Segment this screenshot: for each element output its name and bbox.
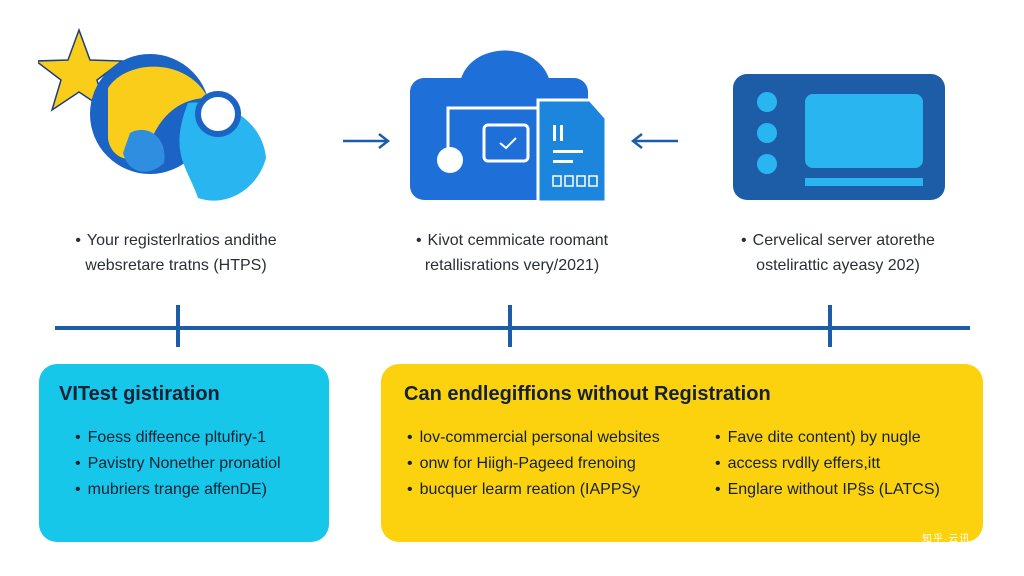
caption-left-line1: Your registerlratios andithe [86,232,277,249]
no-registration-list-col1: lov-commercial personal websites onw for… [407,425,660,503]
caption-right: •Cervelical server atorethe ostelirattic… [688,228,988,278]
caption-middle-line2: retallisrations very/2021) [424,257,600,274]
certificate-monitor-icon [410,50,608,204]
list-item: bucquer learm reation (IAPPSy [407,477,660,503]
registration-card-title: VITest gistiration [59,383,220,405]
timeline-line [55,326,970,330]
caption-left: •Your registerlratios andithe websretare… [26,228,326,278]
no-registration-list-col2: Fave dite content) by nugle access rvdll… [715,425,940,503]
timeline-tick [176,305,180,347]
caption-left-line2: websretare tratns (HTPS) [85,257,267,274]
arrow-right-icon [343,133,391,149]
list-item: access rvdlly effers,itt [715,451,940,477]
registration-list: Foess diffeence pltufiry-1 Pavistry None… [75,425,281,503]
list-item: Fave dite content) by nugle [715,425,940,451]
star-and-globe-icon [38,28,266,201]
timeline-tick [508,305,512,347]
list-item: Englare without IP§s (LATCS) [715,477,940,503]
list-item: lov-commercial personal websites [407,425,660,451]
caption-middle: •Kivot cemmicate roomant retallisrations… [362,228,662,278]
list-item: mubriers trange affenDE) [75,477,281,503]
no-registration-card-title: Can endlegiffions without Registration [404,383,771,405]
server-icon [733,74,945,200]
timeline-tick [828,305,832,347]
no-registration-card: Can endlegiffions without Registration l… [381,364,983,542]
list-item: Pavistry Nonether pronatiol [75,451,281,477]
watermark: 知乎·云讯 [922,534,971,545]
caption-right-line2: ostelirattic ayeasy 202) [756,257,920,274]
list-item: Foess diffeence pltufiry-1 [75,425,281,451]
list-item: onw for Hiigh-Pageed frenoing [407,451,660,477]
registration-card: VITest gistiration Foess diffeence pltuf… [39,364,329,542]
caption-middle-line1: Kivot cemmicate roomant [427,232,609,249]
arrow-left-icon [630,133,678,149]
caption-right-line1: Cervelical server atorethe [752,232,935,249]
